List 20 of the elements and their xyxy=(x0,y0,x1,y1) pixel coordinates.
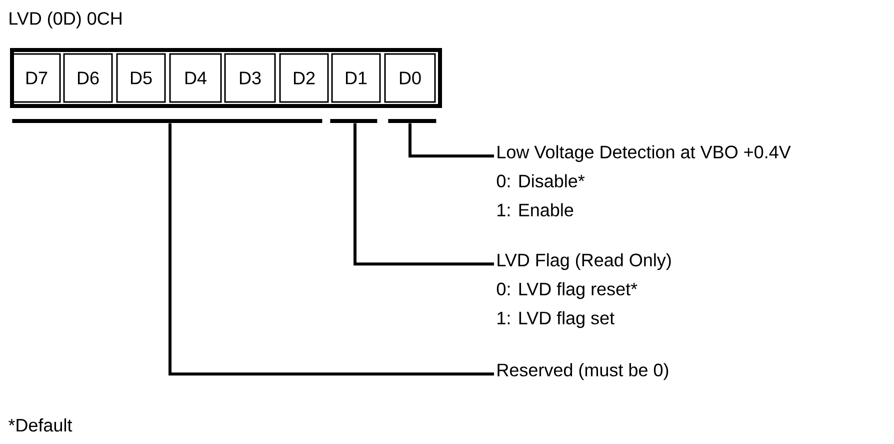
bit-cell: D3 xyxy=(224,53,276,103)
bracket-bar xyxy=(330,119,378,123)
connector-line xyxy=(168,123,494,376)
bracket-bar xyxy=(12,119,322,123)
footnote: *Default xyxy=(8,418,72,432)
connector-line xyxy=(354,123,494,266)
field-description: LVD Flag (Read Only) 0: LVD flag reset* 1: LVD flag set xyxy=(496,253,671,328)
bracket-bar xyxy=(388,119,436,123)
title: LVD (0D) 0CH xyxy=(10,12,122,28)
connector-line xyxy=(408,123,494,158)
bit-cell: D2 xyxy=(279,53,329,103)
bit-cell: D0 xyxy=(384,53,436,103)
bit-cell: D4 xyxy=(169,53,222,103)
bit-cell: D1 xyxy=(331,53,381,103)
field-description: Low Voltage Detection at VBO +0.4V 0: Disable* 1: Enable xyxy=(496,145,791,216)
bit-cell: D5 xyxy=(116,53,166,103)
bit-cell: D7 xyxy=(12,53,61,103)
register-box xyxy=(10,48,442,108)
field-description: Reserved (must be 0) xyxy=(498,363,668,380)
bit-cell: D6 xyxy=(63,53,113,103)
